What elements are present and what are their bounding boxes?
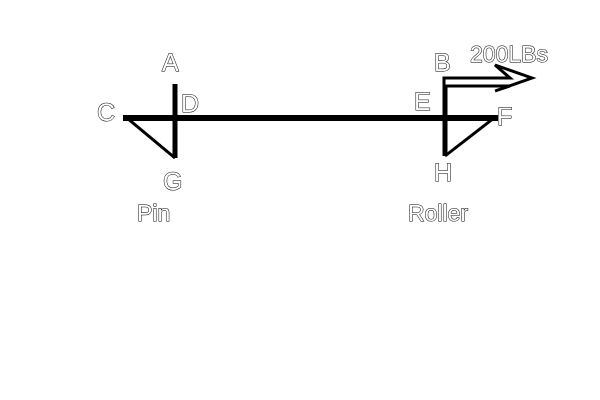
label-c: C [97, 99, 115, 127]
label-a: A [162, 49, 179, 77]
label-h: H [434, 159, 452, 187]
label-d: D [181, 90, 199, 118]
left-support-label: Pin [137, 200, 170, 226]
label-e: E [414, 88, 431, 116]
load-label: 200LBs [470, 41, 548, 67]
label-g: G [163, 168, 182, 196]
label-f: F [497, 103, 512, 131]
right-support-triangle [444, 116, 495, 158]
load-arrow [442, 63, 537, 93]
left-support-triangle [126, 116, 176, 160]
right-support-label: Roller [408, 200, 468, 226]
label-b: B [434, 49, 451, 77]
